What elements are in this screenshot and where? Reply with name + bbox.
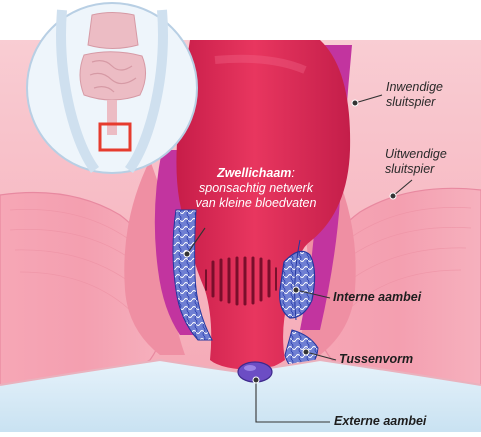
- label-corpus-line2: van kleine bloedvaten: [176, 196, 336, 211]
- inset-body-overview: [27, 3, 197, 173]
- label-external-sphincter: Uitwendige sluitspier: [385, 147, 447, 177]
- label-internal-sphincter-line1: Inwendige: [386, 80, 443, 95]
- label-internal-sphincter: Inwendige sluitspier: [386, 80, 443, 110]
- label-external-hemorrhoid: Externe aambei: [334, 414, 426, 429]
- label-external-sphincter-line2: sluitspier: [385, 162, 447, 177]
- label-internal-hemorrhoid: Interne aambei: [333, 290, 421, 305]
- label-external-sphincter-line1: Uitwendige: [385, 147, 447, 162]
- label-corpus-cavernosum: Zwellichaam: sponsachtig netwerk van kle…: [176, 166, 336, 211]
- label-corpus-title: Zwellichaam: [217, 166, 291, 180]
- label-corpus-line1: sponsachtig netwerk: [176, 181, 336, 196]
- label-internal-sphincter-line2: sluitspier: [386, 95, 443, 110]
- label-intermediate-hemorrhoid: Tussenvorm: [339, 352, 413, 367]
